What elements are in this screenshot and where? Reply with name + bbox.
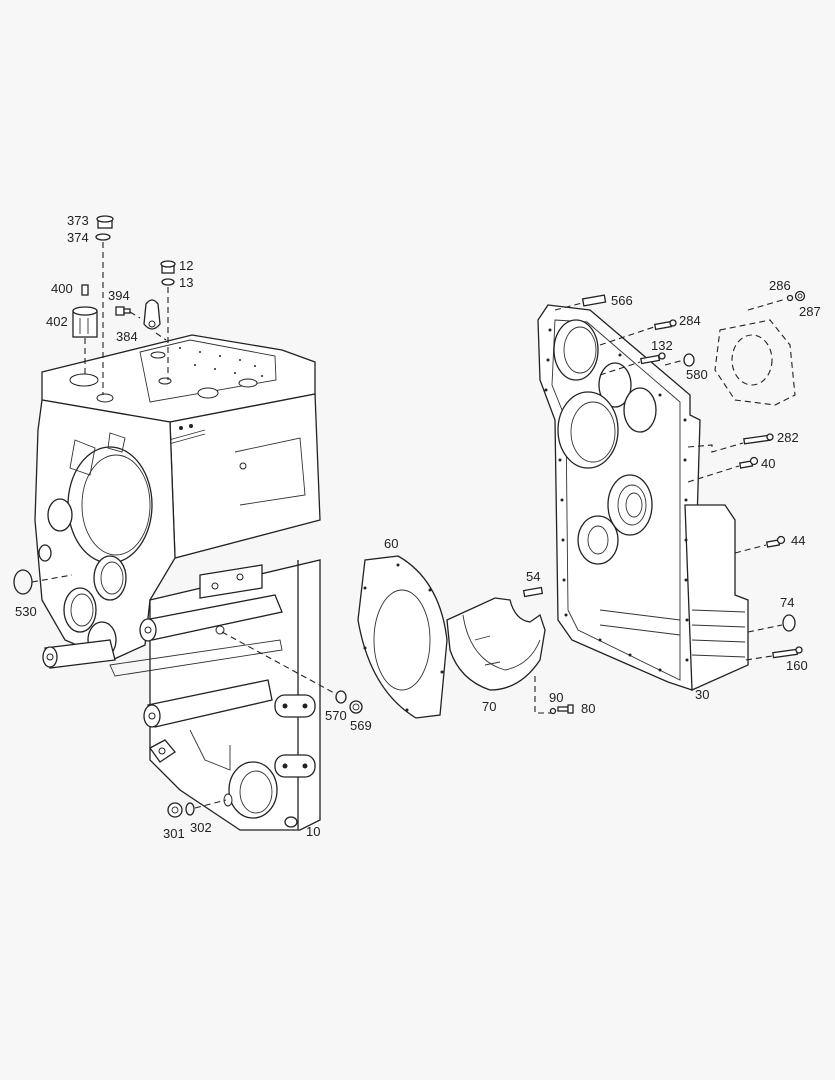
part-13-oring <box>161 278 175 286</box>
callout-580: 580 <box>686 367 708 382</box>
callout-384: 384 <box>116 329 138 344</box>
callout-30: 30 <box>695 687 710 702</box>
callout-90: 90 <box>549 690 564 705</box>
part-74-plug <box>782 614 796 632</box>
part-402-filter <box>72 306 98 338</box>
part-60-gasket <box>357 555 448 719</box>
part-302-seal <box>185 802 195 816</box>
part-284-stud <box>654 319 677 331</box>
callout-286: 286 <box>769 278 791 293</box>
part-286-washer <box>786 294 794 302</box>
callout-301: 301 <box>163 826 185 841</box>
part-301-plug <box>167 802 183 818</box>
part-530-oring <box>13 569 33 595</box>
callout-44: 44 <box>791 533 806 548</box>
part-282-stud <box>743 433 774 445</box>
callout-570: 570 <box>325 708 347 723</box>
part-44-bolt <box>765 535 786 548</box>
cover-plate <box>714 319 796 406</box>
callout-530: 530 <box>15 604 37 619</box>
callout-132: 132 <box>651 338 673 353</box>
rear-housing-30 <box>537 304 749 691</box>
callout-54: 54 <box>526 569 541 584</box>
callout-160: 160 <box>786 658 808 673</box>
part-54-pin <box>522 586 544 598</box>
part-374-oring <box>95 233 111 241</box>
part-394-screw <box>115 306 131 316</box>
callout-302: 302 <box>190 820 212 835</box>
callout-80: 80 <box>581 701 596 716</box>
part-12-plug <box>160 260 176 274</box>
callout-394: 394 <box>108 288 130 303</box>
callout-13: 13 <box>179 275 194 290</box>
callout-12: 12 <box>179 258 194 273</box>
part-70-shroud <box>446 597 546 691</box>
callout-282: 282 <box>777 430 799 445</box>
callout-569: 569 <box>350 718 372 733</box>
part-570-seal <box>335 690 347 704</box>
callout-74: 74 <box>780 595 795 610</box>
callout-402: 402 <box>46 314 68 329</box>
part-384-gasket <box>143 299 161 330</box>
callout-566: 566 <box>611 293 633 308</box>
callout-373: 373 <box>67 213 89 228</box>
part-400-nipple <box>81 284 89 296</box>
part-40-bolt <box>738 456 759 469</box>
callout-60: 60 <box>384 536 399 551</box>
callout-284: 284 <box>679 313 701 328</box>
part-132-bolt <box>640 352 666 365</box>
callout-10: 10 <box>306 824 321 839</box>
part-90-washer <box>549 707 557 715</box>
part-580-plug <box>683 353 695 367</box>
callout-400: 400 <box>51 281 73 296</box>
part-80-screw <box>557 704 574 714</box>
main-housing-10 <box>34 334 321 831</box>
callout-40: 40 <box>761 456 776 471</box>
callout-70: 70 <box>482 699 497 714</box>
part-287-nut <box>794 290 806 302</box>
part-160-bolt <box>772 646 803 659</box>
part-566-pin <box>581 294 607 307</box>
part-373-plug <box>96 215 114 229</box>
callout-287: 287 <box>799 304 821 319</box>
part-569-plug <box>349 700 363 714</box>
callout-374: 374 <box>67 230 89 245</box>
